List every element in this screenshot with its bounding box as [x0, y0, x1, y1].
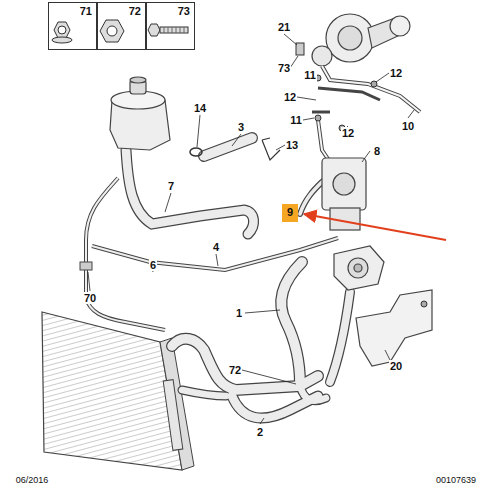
part-box: 72: [97, 2, 146, 50]
callout-number: 2: [256, 426, 264, 439]
callout-number: 72: [102, 5, 141, 17]
callout-number: 8: [373, 145, 381, 158]
radiator: [42, 312, 194, 470]
callout-number: 6: [149, 259, 157, 272]
callout-number: 14: [193, 102, 207, 115]
callout-number: 70: [83, 292, 97, 305]
water-pump: [334, 246, 384, 290]
coolant-hoses: [126, 138, 350, 418]
callout-number: 73: [151, 5, 190, 17]
bleed-pipes: [80, 178, 338, 330]
expansion-tank: [110, 77, 170, 150]
callout-number: 3: [237, 121, 245, 134]
callout-number: 13: [285, 139, 299, 152]
callout-number: 12: [341, 127, 355, 140]
pointer-arrow: [304, 214, 446, 240]
fastener-icons: [52, 20, 188, 43]
seal-ring: [190, 148, 202, 156]
callout-number: 21: [277, 21, 291, 34]
callout-number: 71: [53, 5, 92, 17]
callout-number: 11: [289, 114, 303, 127]
callout-number: 20: [389, 360, 403, 373]
callout-number: 7: [167, 180, 175, 193]
leader-lines: [88, 34, 414, 424]
callout-number: 11: [303, 69, 317, 82]
footer-code: 06/2016: [15, 475, 50, 485]
callout-number: 72: [228, 364, 242, 377]
callout-number: 9: [285, 206, 295, 218]
bracket: [356, 290, 432, 366]
metal-pipes: [296, 43, 420, 162]
part-box: 71: [48, 2, 97, 50]
callout-number: 73: [277, 62, 291, 75]
turbocharger: [312, 14, 410, 66]
part-box: 73: [146, 2, 195, 50]
callout-number: 1: [235, 307, 243, 320]
footer-code: 00107639: [435, 475, 477, 485]
callout-number: 10: [401, 120, 415, 133]
callout-number: 12: [283, 91, 297, 104]
callout-number: 12: [389, 67, 403, 80]
highlight-callout: 9: [282, 204, 298, 222]
callout-number: 4: [212, 241, 220, 254]
